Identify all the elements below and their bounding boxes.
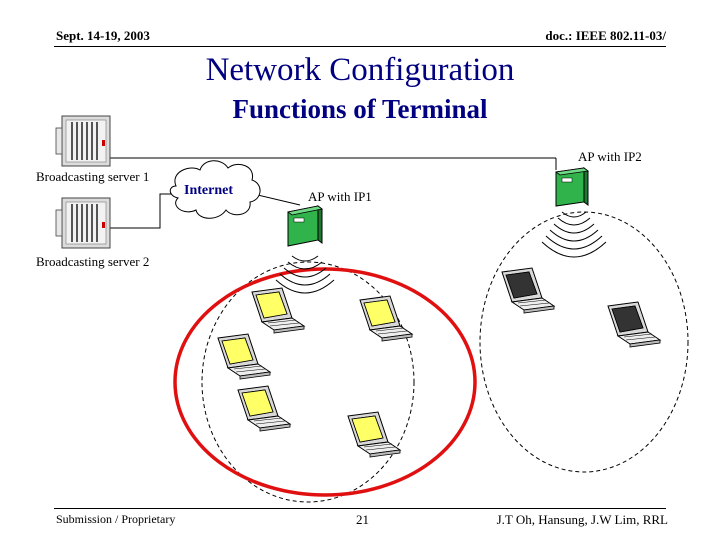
page-number: 21 — [356, 512, 369, 527]
broadcasting-server-2-icon — [55, 197, 111, 249]
ap1-signal-waves — [275, 255, 335, 294]
ap1-label: AP with IP1 — [308, 189, 372, 204]
header-divider — [54, 46, 666, 47]
laptop-terminal — [237, 385, 291, 432]
ap2-coverage-area — [479, 211, 689, 473]
slide-subtitle: Functions of Terminal — [232, 94, 488, 124]
laptop-terminal — [359, 295, 413, 342]
laptop-screen — [241, 389, 274, 417]
ap2-label: AP with IP2 — [578, 149, 642, 164]
ap1-coverage-area — [201, 261, 415, 503]
laptop-screen — [221, 337, 254, 365]
laptop-screen — [363, 299, 396, 327]
internet-label: Internet — [184, 183, 233, 198]
footer-authors: J.T Oh, Hansung, J.W Lim, RRL — [496, 512, 668, 527]
laptop-terminal — [347, 411, 401, 458]
highlight-ellipse — [173, 267, 477, 497]
laptop-screen — [255, 291, 288, 319]
footer-submission: Submission / Proprietary — [56, 512, 176, 526]
laptop-screen — [611, 305, 644, 333]
header-date: Sept. 14-19, 2003 — [56, 28, 150, 43]
broadcasting-server-2-label: Broadcasting server 2 — [36, 254, 150, 269]
header-doc-id: doc.: IEEE 802.11-03/ — [545, 28, 666, 43]
laptop-terminal — [251, 287, 305, 334]
broadcasting-server-1-label: Broadcasting server 1 — [36, 169, 150, 184]
slide-title: Network Configuration — [205, 52, 515, 88]
ap2-signal-waves — [541, 211, 607, 258]
laptop-terminal — [501, 267, 555, 314]
internet-cloud — [169, 160, 261, 219]
laptop-terminal — [607, 301, 661, 348]
footer-divider — [54, 508, 666, 509]
ap2-icon — [554, 167, 590, 207]
ap1-icon — [287, 205, 323, 247]
broadcasting-server-1-icon — [55, 115, 111, 167]
laptop-terminal — [217, 333, 271, 380]
laptop-screen — [351, 415, 384, 443]
laptop-screen — [505, 271, 538, 299]
